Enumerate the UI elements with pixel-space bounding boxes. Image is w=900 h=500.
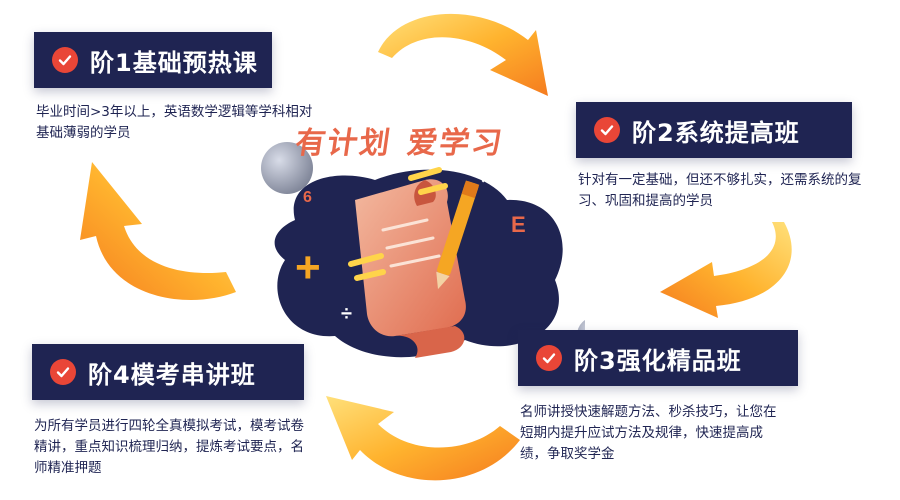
central-illustration: 6 × E + ÷ xyxy=(261,142,585,358)
grey-ball-left xyxy=(261,142,313,194)
check-circle-icon xyxy=(594,117,620,143)
stage-1-title: 阶1基础预热课 xyxy=(90,48,258,77)
check-circle-icon xyxy=(536,345,562,371)
stage-3-title-bar: 阶3强化精品班 xyxy=(518,330,798,386)
check-circle-icon xyxy=(50,359,76,385)
check-circle-icon xyxy=(52,47,78,73)
arrow-right xyxy=(660,222,792,318)
slogan: 有计划爱学习 xyxy=(293,118,507,162)
e-glyph: E xyxy=(511,212,526,237)
stage-4-title: 阶4模考串讲班 xyxy=(88,360,256,389)
six-glyph: 6 xyxy=(303,189,312,206)
stage-4-description: 为所有学员进行四轮全真模拟考试，模考试卷精讲，重点知识梳理归纳，提炼考试要点，名… xyxy=(34,418,304,476)
stage-2-description: 针对有一定基础，但还不够扎实，还需系统的复习、巩固和提高的学员 xyxy=(578,172,862,209)
times-glyph: × xyxy=(481,168,492,188)
arrow-bottom xyxy=(326,396,520,481)
stage-3-title: 阶3强化精品班 xyxy=(574,346,742,375)
stage-2-title-bar: 阶2系统提高班 xyxy=(576,102,852,158)
stage-3-description: 名师讲授快速解题方法、秒杀技巧，让您在短期内提升应试方法及规律，快速提高成绩，争… xyxy=(520,404,777,462)
stage-4-title-bar: 阶4模考串讲班 xyxy=(32,344,304,400)
scroll-icon xyxy=(355,179,466,358)
arrow-top xyxy=(378,13,548,96)
pen-icon xyxy=(436,180,480,290)
stage-2-title: 阶2系统提高班 xyxy=(632,118,800,147)
stage-1-title-bar: 阶1基础预热课 xyxy=(34,32,272,88)
arrow-left xyxy=(80,162,236,300)
slogan-part-2: 爱学习 xyxy=(405,126,506,161)
divide-glyph: ÷ xyxy=(341,303,352,325)
plus-glyph: + xyxy=(295,243,321,292)
stage-1-description: 毕业时间>3年以上，英语数学逻辑等学科相对基础薄弱的学员 xyxy=(36,104,313,141)
